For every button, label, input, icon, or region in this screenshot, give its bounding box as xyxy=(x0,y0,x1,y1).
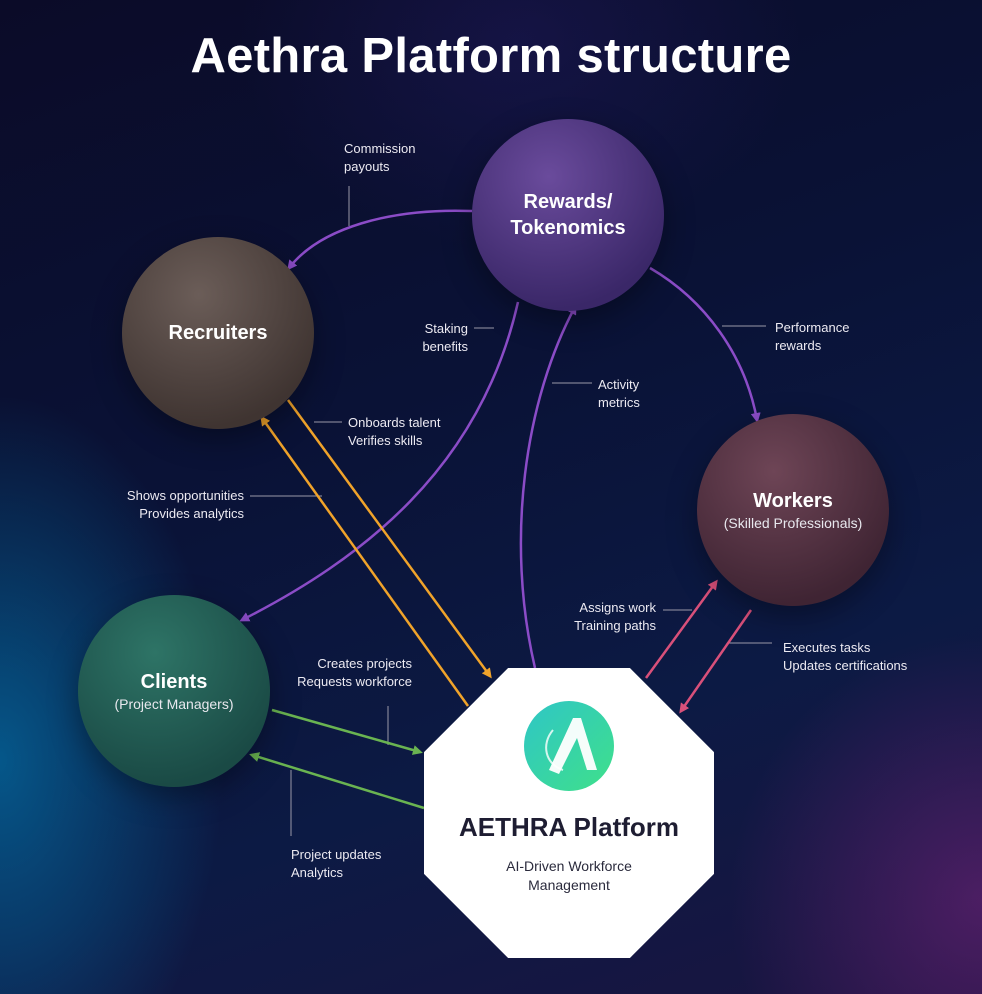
node-clients: Clients (Project Managers) xyxy=(78,595,270,787)
node-clients-label: Clients xyxy=(140,671,208,693)
platform-tagline: AI-Driven Workforce Management xyxy=(506,858,632,893)
node-aethra-platform: AETHRA Platform AI-Driven Workforce Mana… xyxy=(424,668,714,958)
arrow-clients-to-platform xyxy=(271,708,423,755)
arrow-platform-to-rewards xyxy=(519,304,577,669)
node-recruiters-label: Recruiters xyxy=(168,322,268,344)
node-rewards-label: Rewards/ Tokenomics xyxy=(510,191,626,239)
node-workers: Workers (Skilled Professionals) xyxy=(697,414,889,606)
node-rewards-tokenomics: Rewards/ Tokenomics xyxy=(472,119,664,311)
arrow-platform-to-workers xyxy=(644,579,718,679)
arrow-platform-to-recruiters xyxy=(260,415,470,707)
arrow-rewards-to-recruiters xyxy=(287,209,473,271)
arrow-rewards-to-clients xyxy=(239,301,520,622)
platform-name: AETHRA Platform xyxy=(458,812,680,842)
arrow-rewards-to-workers xyxy=(649,266,761,423)
node-clients-sublabel: (Project Managers) xyxy=(114,696,234,712)
node-recruiters: Recruiters xyxy=(122,237,314,429)
arrow-workers-to-platform xyxy=(679,609,753,714)
arrow-platform-to-clients xyxy=(249,752,425,810)
node-workers-sublabel: (Skilled Professionals) xyxy=(723,515,863,531)
node-workers-label: Workers xyxy=(753,490,833,512)
aethra-logo-icon xyxy=(524,701,614,791)
page-title: Aethra Platform structure xyxy=(190,29,792,83)
arrow-recruiters-to-platform xyxy=(286,399,492,679)
